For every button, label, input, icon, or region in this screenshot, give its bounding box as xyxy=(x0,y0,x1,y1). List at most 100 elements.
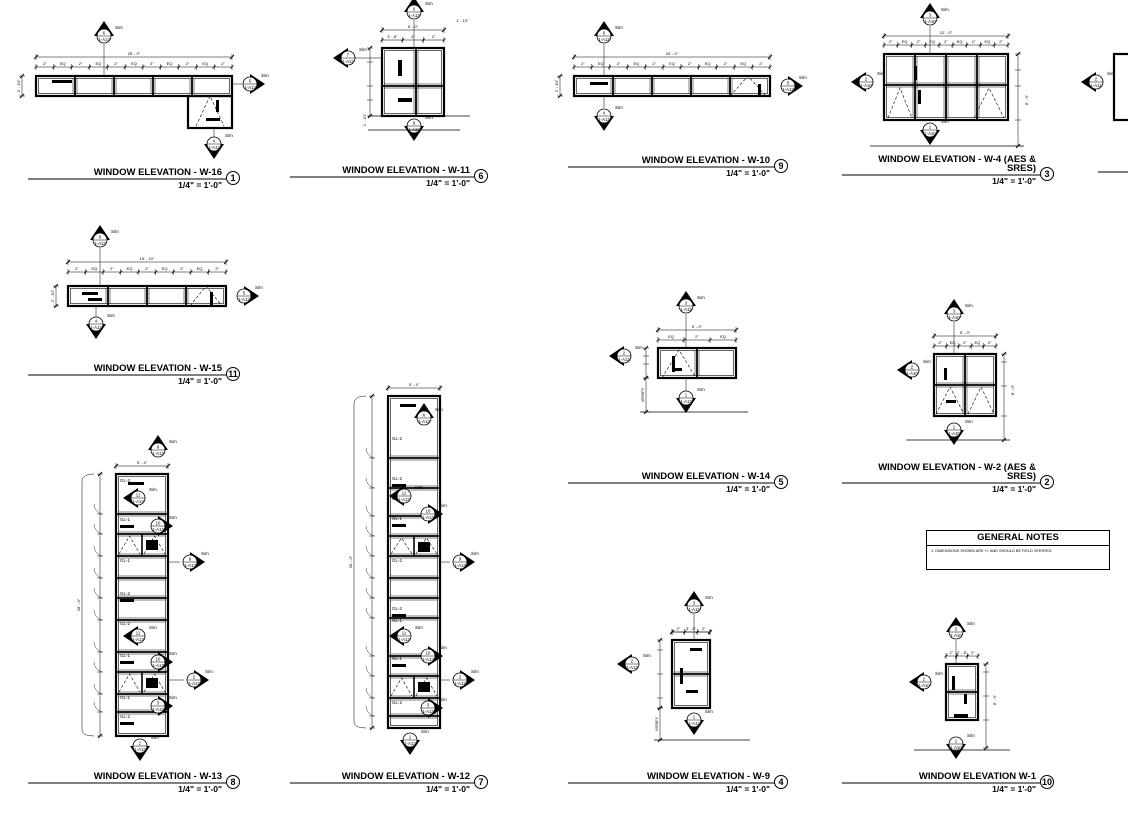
view-w13: GL-2GL-1GL-1GL-2GL-2GL-1GL-1GL-25' - 4"2… xyxy=(28,435,240,794)
row-dim-arc xyxy=(93,503,103,515)
glass-type-label: GL-2 xyxy=(392,558,403,563)
operable-sash xyxy=(935,386,965,415)
section-tag-number: 3 xyxy=(427,703,430,708)
row-dim-arc xyxy=(93,567,103,579)
sim-label: Sim xyxy=(471,551,479,556)
section-tag-number: 1 xyxy=(139,741,142,746)
vertical-dimension xyxy=(1001,351,1007,443)
section-tag-sheet: 1-A12 xyxy=(598,117,610,122)
dim-slash xyxy=(993,333,999,339)
section-tag-sheet: 1-A10 xyxy=(924,19,936,24)
section-tag-sheet: 1-A12 xyxy=(188,681,200,686)
section-tag-number: 6 xyxy=(603,31,606,36)
dim-slash xyxy=(194,65,199,69)
hardware-block xyxy=(206,118,220,121)
view-scale: 1/4" = 1'-0" xyxy=(726,168,770,178)
view-scale: 1/4" = 1'-0" xyxy=(992,484,1036,494)
dim-label: EQ xyxy=(929,39,935,44)
dim-slash xyxy=(118,270,123,274)
sim-label: Sim xyxy=(435,407,443,412)
dim-slash xyxy=(87,65,92,69)
dim-slash xyxy=(206,270,211,274)
vertical-dimension xyxy=(983,661,989,751)
section-tag-sheet: 1-A12 xyxy=(782,87,794,92)
dim-label: 3' - 8" xyxy=(686,626,697,631)
dim-slash xyxy=(421,38,426,42)
sim-label: Sim xyxy=(439,697,447,702)
section-tag-sheet: 1-A13 xyxy=(418,419,430,424)
operable-swing-line xyxy=(118,673,141,693)
sim-label: Sim xyxy=(151,735,159,740)
sim-label: Sim xyxy=(615,25,623,30)
hardware-block xyxy=(120,661,134,664)
sim-label: Sim xyxy=(169,439,177,444)
dim-slash xyxy=(1006,43,1010,47)
horizontal-dimension: 20' - 0" xyxy=(571,51,773,60)
dim-slash xyxy=(165,463,171,469)
dim-label: 8' - 0" xyxy=(1010,384,1015,395)
dim-slash xyxy=(34,65,38,69)
hardware-block xyxy=(392,664,406,667)
dim-label: EQ xyxy=(131,61,137,66)
view-number: 10 xyxy=(1042,777,1052,787)
dim-label: 2" xyxy=(889,39,893,44)
hardware-block xyxy=(680,668,683,684)
hardware-block xyxy=(952,676,955,690)
section-tag-sheet: 1-A13 xyxy=(454,563,466,568)
dim-slash xyxy=(643,345,649,351)
window-frame xyxy=(34,74,234,98)
section-tag-number: 5 xyxy=(243,291,246,296)
dim-slash xyxy=(97,471,103,477)
view-title-block: WINDOW ELEVATION - W-101/4" = 1'-0"9 xyxy=(568,155,788,178)
view-scale: 1/4" = 1'-0" xyxy=(426,784,470,794)
dim-label: 2" xyxy=(999,39,1003,44)
dim-slash xyxy=(655,327,661,333)
section-tag-sheet: 1-A10 xyxy=(948,431,960,436)
sim-label: Sim xyxy=(255,285,263,290)
frame-outline xyxy=(1112,52,1128,122)
view-title: WINDOW ELEVATION W-1 xyxy=(919,771,1037,782)
dim-slash xyxy=(733,327,739,333)
dim-slash xyxy=(171,270,176,274)
sim-label: Sim xyxy=(261,73,269,78)
row-dim-arc xyxy=(365,587,375,599)
dim-slash xyxy=(158,65,163,69)
dim-label: 6' - 0" xyxy=(408,24,419,29)
dim-slash xyxy=(994,344,998,348)
section-tag-sheet: 1-A12 xyxy=(626,665,638,670)
window-frame xyxy=(882,52,1010,122)
sim-label: Sim xyxy=(169,515,177,520)
section-tag-number: 3 xyxy=(157,701,160,706)
dim-slash xyxy=(53,303,59,309)
dim-label: EQ xyxy=(162,266,168,271)
operable-sash xyxy=(887,87,913,119)
row-dim-arc xyxy=(93,683,103,695)
dim-label: 2" xyxy=(759,61,763,66)
section-tag-number: 10 xyxy=(156,657,161,662)
dim-slash xyxy=(951,43,955,47)
dim-slash xyxy=(223,259,229,265)
dim-slash xyxy=(881,33,887,39)
dim-slash xyxy=(707,629,713,635)
dim-label: EQ xyxy=(167,61,173,66)
window-frame xyxy=(572,74,772,98)
view-number-circle xyxy=(474,775,488,789)
view-w1: 2"2' - 8"2"8' - 0"31-A10Sim21-A10Sim11-A… xyxy=(842,617,1054,794)
frame-outline xyxy=(572,74,772,98)
sim-label: Sim xyxy=(877,71,885,76)
sim-label: Sim xyxy=(107,313,115,318)
glass-type-label: GL-2 xyxy=(392,436,403,441)
